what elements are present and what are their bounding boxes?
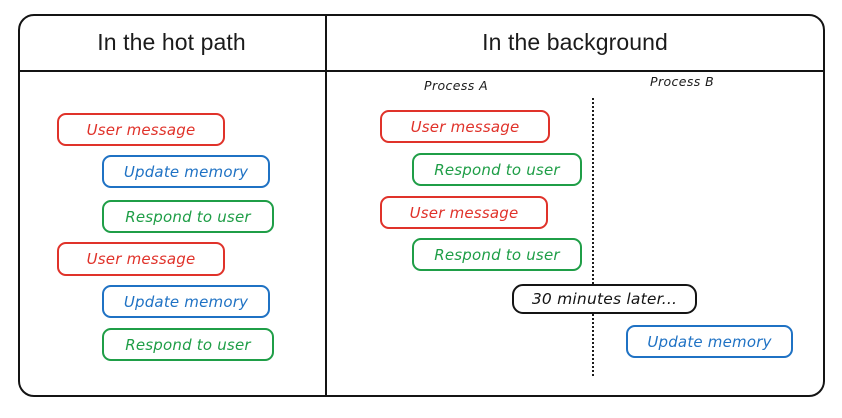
node-update-memory: Update memory <box>102 285 270 318</box>
node-30-minutes-later: 30 minutes later... <box>512 284 697 314</box>
panel-title-hot-path: In the hot path <box>97 28 246 55</box>
node-respond-to-user: Respond to user <box>412 153 582 186</box>
process-a-label: Process A <box>424 78 489 93</box>
node-update-memory: Update memory <box>102 155 270 188</box>
panel-divider-line <box>325 14 327 397</box>
node-respond-to-user: Respond to user <box>102 328 274 361</box>
node-update-memory: Update memory <box>626 325 793 358</box>
node-user-message: User message <box>380 110 550 143</box>
node-user-message: User message <box>57 113 225 146</box>
header-divider-line <box>18 70 825 72</box>
node-respond-to-user: Respond to user <box>412 238 582 271</box>
node-respond-to-user: Respond to user <box>102 200 274 233</box>
node-user-message: User message <box>57 242 225 276</box>
panel-title-background: In the background <box>482 28 668 55</box>
process-divider-dotted-line <box>592 98 594 376</box>
process-b-label: Process B <box>650 74 715 89</box>
node-user-message: User message <box>380 196 548 229</box>
panel-header-row: In the hot path In the background <box>18 14 825 70</box>
